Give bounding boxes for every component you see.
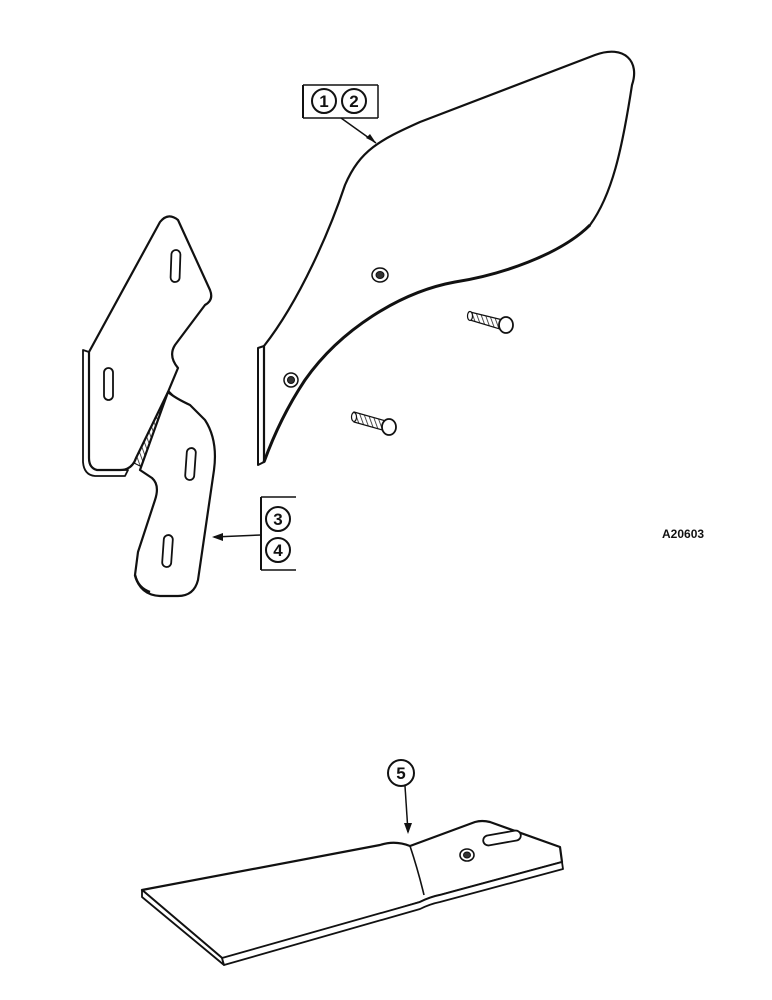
callout-circle-5 xyxy=(387,759,415,787)
blade-part xyxy=(140,819,564,966)
plate-hole-upper xyxy=(371,267,389,283)
callout-circle-3 xyxy=(265,506,291,532)
bolt-lower xyxy=(350,411,397,436)
callout-label-3: 3 xyxy=(273,510,282,529)
bracket-slot-2 xyxy=(103,367,114,401)
callout-circle-2 xyxy=(341,88,367,114)
curved-plate-part xyxy=(257,50,636,466)
blade-hole xyxy=(459,848,475,862)
callout-label-2: 2 xyxy=(349,92,358,111)
callout-5: 5 xyxy=(387,759,415,834)
bracket-slot-1 xyxy=(169,249,182,283)
callout-label-5: 5 xyxy=(396,764,405,783)
figure-id: A20603 xyxy=(662,527,704,541)
bracket-lower-face xyxy=(133,390,217,598)
callout-3-4: 3 4 xyxy=(212,496,296,571)
plate-face xyxy=(262,50,636,464)
blade-bottom-edge xyxy=(221,861,564,966)
bracket-upper-face xyxy=(87,215,213,472)
callout-label-1: 1 xyxy=(319,92,328,111)
plate-hole-lower xyxy=(283,372,299,388)
blade-slot xyxy=(482,829,522,847)
callout-circle-1 xyxy=(311,88,337,114)
callout-label-4: 4 xyxy=(273,541,283,560)
bracket-slot-3 xyxy=(184,447,197,481)
slotted-bracket-part xyxy=(82,215,217,598)
plate-lower-thickness xyxy=(262,223,592,463)
bracket-slot-4 xyxy=(161,534,174,568)
blade-bend-line xyxy=(409,845,425,896)
callout-1-2: 1 2 xyxy=(302,84,379,144)
bolt-upper xyxy=(466,310,514,334)
bracket-lower-edge xyxy=(133,574,151,594)
callout-circle-4 xyxy=(265,537,291,563)
